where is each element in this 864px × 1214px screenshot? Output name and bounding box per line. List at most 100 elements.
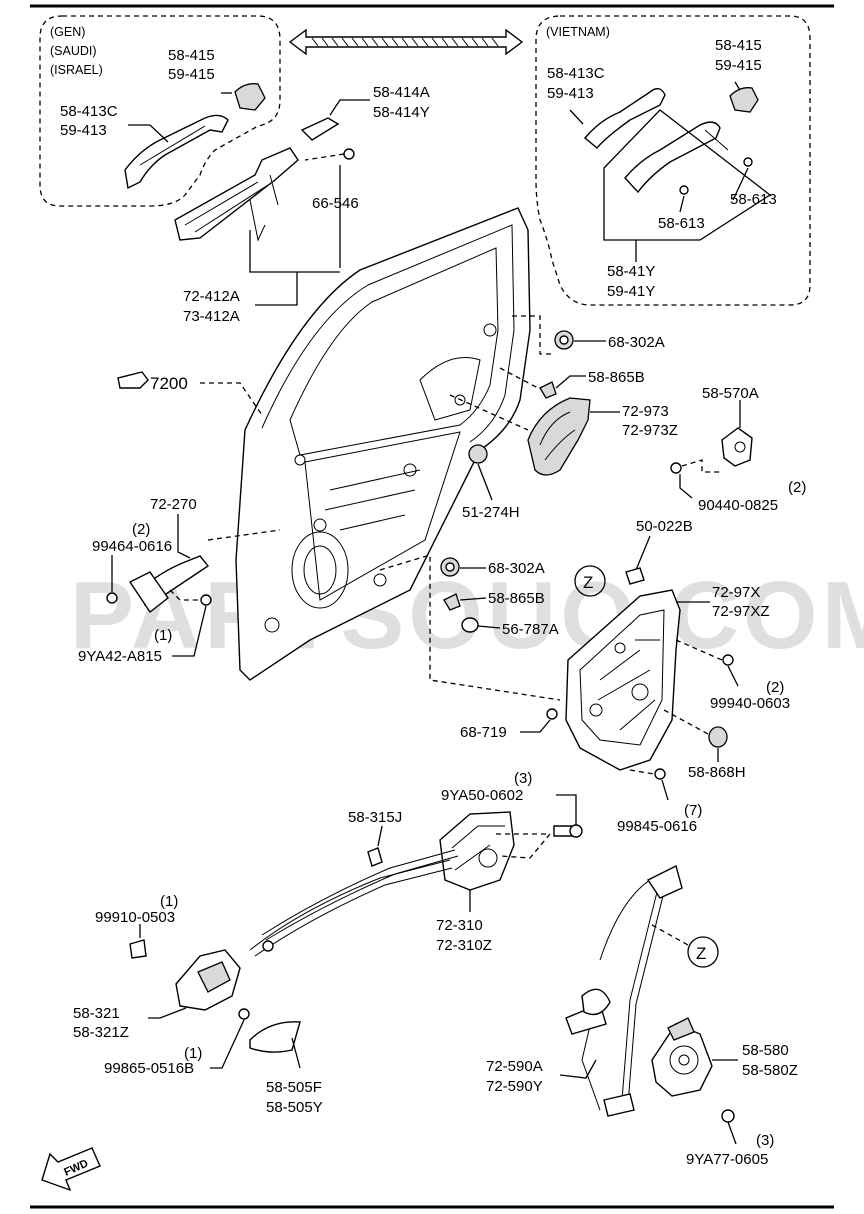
label-72-270: 72-270 (150, 496, 197, 513)
leader (329, 99, 370, 116)
clip-58-315j (367, 847, 383, 867)
label-v-59-41y: 59-41Y (607, 283, 655, 300)
region-gen-label: (GEN) (50, 25, 85, 39)
label-58-321z: 58-321Z (73, 1024, 129, 1041)
label-9ya77-qty: (3) (756, 1132, 774, 1149)
leader (555, 375, 586, 389)
label-v-58-41y: 58-41Y (607, 263, 655, 280)
label-z-bottom: Z (696, 944, 706, 963)
screw-99865 (238, 1008, 250, 1020)
plug-51-274h (468, 444, 488, 464)
label-99464-0616: 99464-0616 (92, 538, 172, 555)
leader (291, 1037, 301, 1069)
lock-cables (249, 849, 459, 957)
leader (169, 589, 200, 601)
label-58-570a: 58-570A (702, 385, 759, 402)
plug-58-868h (708, 726, 728, 748)
leader (459, 597, 487, 601)
label-72-590y: 72-590Y (486, 1078, 543, 1095)
label-72-973z: 72-973Z (622, 422, 678, 439)
label-7200: 7200 (150, 374, 188, 393)
leader (177, 514, 191, 559)
label-v-59-413: 59-413 (547, 85, 594, 102)
outer-handle-vietnam (584, 87, 666, 149)
region-vietnam-label: (VIETNAM) (546, 25, 610, 39)
label-73-412a: 73-412A (183, 308, 240, 325)
label-68-302a-mid: 68-302A (488, 560, 545, 577)
label-90440-0825: 90440-0825 (698, 497, 778, 514)
leader (559, 1059, 597, 1079)
leader (732, 167, 749, 201)
label-72-97xz: 72-97XZ (712, 603, 770, 620)
label-59-413: 59-413 (60, 122, 107, 139)
label-9ya50-0602: 9YA50-0602 (441, 787, 523, 804)
clip-58-865b-top (539, 381, 557, 399)
label-72-590a: 72-590A (486, 1058, 543, 1075)
handle-cap-gen (234, 83, 266, 111)
label-9ya77-0605: 9YA77-0605 (686, 1151, 768, 1168)
fwd-arrow-icon: FWD (41, 1147, 101, 1192)
leader (249, 165, 341, 273)
label-99910-0503: 99910-0503 (95, 909, 175, 926)
bolt-9ya77 (721, 1109, 735, 1123)
label-72-310z: 72-310Z (436, 937, 492, 954)
leader (255, 272, 298, 306)
label-58-415: 58-415 (168, 47, 215, 64)
leader (679, 474, 693, 499)
label-72-310: 72-310 (436, 917, 483, 934)
region-box-vietnam (535, 15, 811, 306)
label-99845-qty: (7) (684, 802, 702, 819)
label-v-59-415: 59-415 (715, 57, 762, 74)
cover-58-505f (249, 1021, 301, 1053)
label-58-315j: 58-315J (348, 809, 402, 826)
window-regulator-72-590a (565, 864, 683, 1117)
label-58-413c: 58-413C (60, 103, 118, 120)
screw-66-546 (304, 148, 355, 161)
label-68-302a-top: 68-302A (608, 334, 665, 351)
clip-50-022b (625, 567, 645, 585)
label-58-868h: 58-868H (688, 764, 746, 781)
label-68-719: 68-719 (460, 724, 507, 741)
handle-bracket-vietnam (624, 121, 753, 195)
screw-99464 (106, 592, 118, 604)
bolt-99940 (722, 654, 734, 666)
leader (520, 719, 551, 733)
hand-pointer-icon (117, 371, 149, 389)
inner-handle-72-270 (128, 555, 210, 614)
inner-handle-58-321 (175, 949, 241, 1011)
leader (477, 463, 493, 501)
leader (679, 195, 685, 213)
screw-9ya42 (200, 594, 212, 606)
label-v-58-413c: 58-413C (547, 65, 605, 82)
label-v-58-415: 58-415 (715, 37, 762, 54)
bolt-90440 (670, 459, 720, 474)
handle-bracket-gen (174, 147, 299, 242)
label-58-321: 58-321 (73, 1005, 120, 1022)
label-9ya42-qty: (1) (154, 627, 172, 644)
grommet-68-302a-top (554, 330, 574, 350)
leader (651, 924, 689, 946)
label-58-505y: 58-505Y (266, 1099, 323, 1116)
region-swap-arrow-icon (288, 28, 524, 56)
leader (635, 535, 651, 571)
leader (569, 109, 584, 125)
label-50-022b: 50-022B (636, 518, 693, 535)
leader (734, 81, 741, 91)
striker-58-570a (721, 427, 753, 467)
leader (512, 315, 555, 355)
leader (661, 779, 669, 801)
label-90440-qty: (2) (788, 479, 806, 496)
label-99910-qty: (1) (160, 893, 178, 910)
label-72-97x: 72-97X (712, 584, 760, 601)
label-58-414y: 58-414Y (373, 104, 430, 121)
label-99865-qty: (1) (184, 1045, 202, 1062)
clip-68-719 (546, 708, 558, 720)
label-99940-0603: 99940-0603 (710, 695, 790, 712)
rear-door-panel (235, 207, 531, 681)
label-z-top: Z (583, 573, 593, 592)
module-plate-72-97x (565, 589, 681, 771)
leader (727, 1121, 737, 1145)
vietnam-group-outline (603, 109, 772, 241)
leader (377, 825, 383, 847)
